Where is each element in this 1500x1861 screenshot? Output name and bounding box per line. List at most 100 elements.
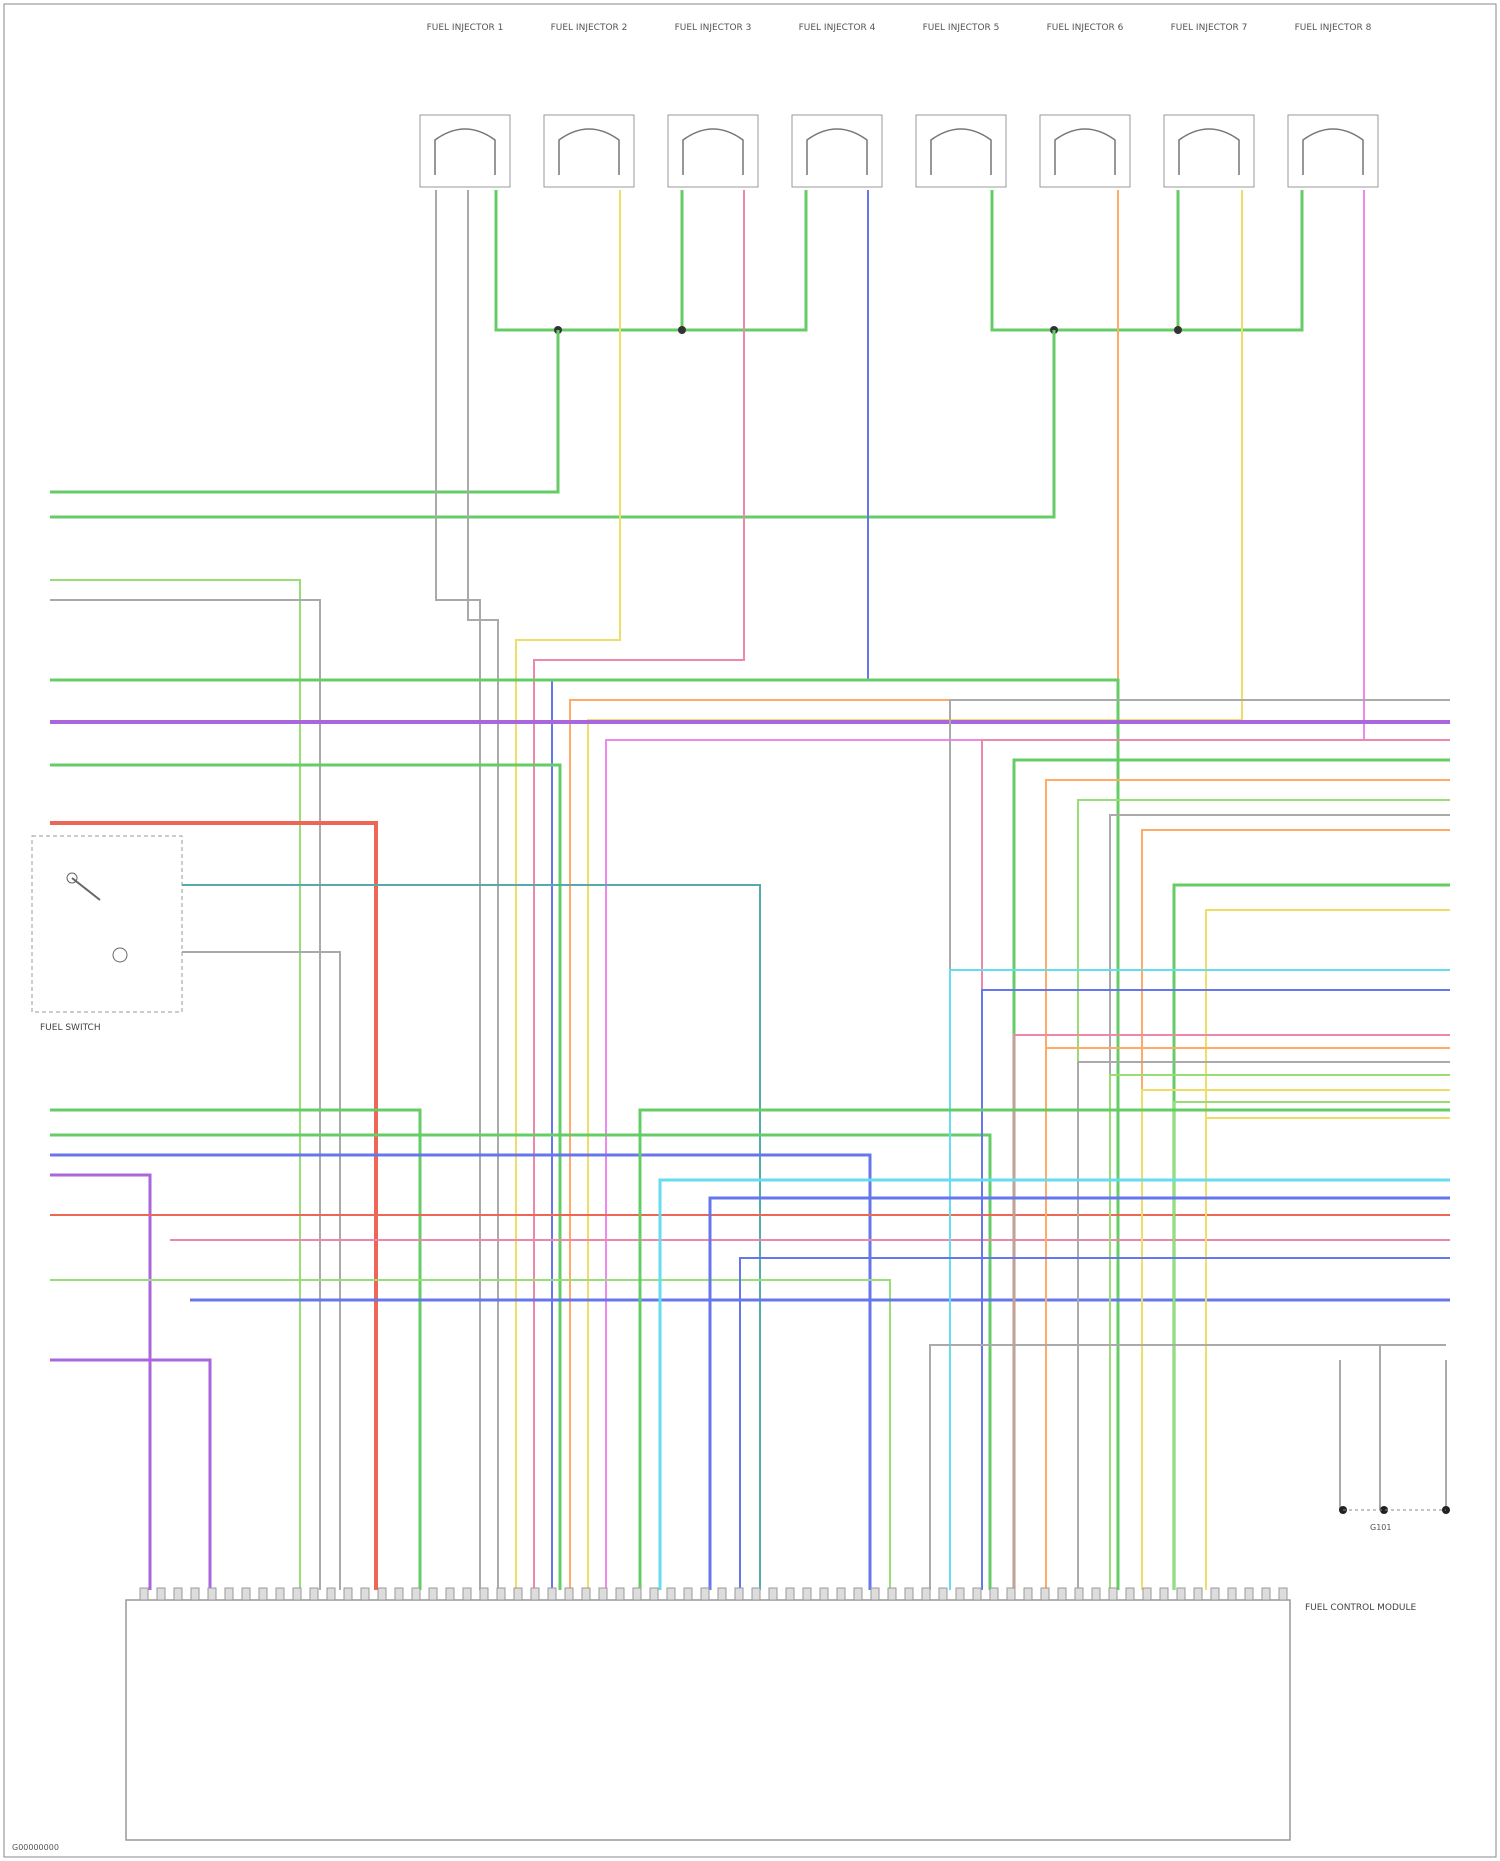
ecm-pin bbox=[208, 1588, 216, 1600]
ecm-pin bbox=[395, 1588, 403, 1600]
ecm-pin bbox=[939, 1588, 947, 1600]
injector-signal-wire bbox=[436, 190, 480, 1590]
ecm-pin bbox=[837, 1588, 845, 1600]
injector-icon bbox=[544, 115, 634, 187]
right-harness-wire bbox=[1206, 1118, 1450, 1590]
injector-icon bbox=[420, 115, 510, 187]
ecm-pins-layer bbox=[140, 1588, 1287, 1600]
ecm-pin bbox=[633, 1588, 641, 1600]
ecm-pin bbox=[1194, 1588, 1202, 1600]
right-harness-wire bbox=[950, 700, 1450, 1590]
ecm-pin bbox=[1228, 1588, 1236, 1600]
ecm-pin bbox=[327, 1588, 335, 1600]
power-feed-trunk-b bbox=[50, 330, 1054, 517]
wires-layer bbox=[50, 190, 1450, 1590]
ecm-pin bbox=[531, 1588, 539, 1600]
ecm-pin bbox=[1177, 1588, 1185, 1600]
injector-signal-wire bbox=[606, 190, 1364, 1590]
ecm-pin bbox=[1092, 1588, 1100, 1600]
power-feed-wire-a bbox=[496, 190, 682, 330]
ecm-pin bbox=[565, 1588, 573, 1600]
ground-label: G101 bbox=[1370, 1523, 1391, 1532]
ecm-pin bbox=[1160, 1588, 1168, 1600]
right-harness-wire bbox=[1046, 780, 1450, 1590]
ecm-label: FUEL CONTROL MODULE bbox=[1305, 1603, 1417, 1613]
injector-title: FUEL INJECTOR 1 bbox=[427, 23, 504, 33]
ecm-pin bbox=[803, 1588, 811, 1600]
ecm-pin bbox=[191, 1588, 199, 1600]
injector-signal-wire bbox=[468, 190, 498, 1590]
injector-icon bbox=[792, 115, 882, 187]
injector-icon bbox=[1164, 115, 1254, 187]
injector-title: FUEL INJECTOR 8 bbox=[1295, 23, 1372, 33]
ecm-pin bbox=[769, 1588, 777, 1600]
ecm-pin bbox=[905, 1588, 913, 1600]
switch-box bbox=[32, 836, 182, 1012]
fuel-injector-1: FUEL INJECTOR 1 bbox=[420, 23, 510, 187]
ecm-pin bbox=[497, 1588, 505, 1600]
ground-return-wire bbox=[930, 1345, 1446, 1590]
ecm-pin bbox=[480, 1588, 488, 1600]
ecm-pin bbox=[786, 1588, 794, 1600]
power-feed-trunk-a bbox=[50, 330, 558, 492]
ecm-pin bbox=[225, 1588, 233, 1600]
ecm-pin bbox=[1211, 1588, 1219, 1600]
ecm-pin bbox=[259, 1588, 267, 1600]
ecm-pin bbox=[1126, 1588, 1134, 1600]
footer-label: G00000000 bbox=[12, 1843, 59, 1852]
ecm-pin bbox=[1262, 1588, 1270, 1600]
injector-icon bbox=[1288, 115, 1378, 187]
injector-coil-icon bbox=[1055, 129, 1115, 175]
power-feed-wire-b bbox=[992, 190, 1178, 330]
green-wire-2 bbox=[50, 765, 560, 1590]
right-harness-wire bbox=[1206, 910, 1450, 1590]
fuel-injector-2: FUEL INJECTOR 2 bbox=[544, 23, 634, 187]
right-harness-wire bbox=[1078, 800, 1450, 1590]
ecm-pin bbox=[242, 1588, 250, 1600]
ecm-pin bbox=[463, 1588, 471, 1600]
injector-coil-icon bbox=[559, 129, 619, 175]
ecm-pin bbox=[429, 1588, 437, 1600]
ecm-pin bbox=[361, 1588, 369, 1600]
ecm-pin bbox=[599, 1588, 607, 1600]
ecm-pin bbox=[616, 1588, 624, 1600]
sensor-wire bbox=[50, 580, 300, 1590]
ecm-pin bbox=[701, 1588, 709, 1600]
power-feed-wire-b2 bbox=[1178, 190, 1302, 330]
diagram-border bbox=[4, 4, 1496, 1857]
fuel-switch-group: FUEL SWITCH bbox=[32, 836, 182, 1033]
ecm-box bbox=[126, 1600, 1290, 1840]
ecm-pin bbox=[140, 1588, 148, 1600]
fuel-injector-4: FUEL INJECTOR 4 bbox=[792, 23, 882, 187]
lightblue-wire bbox=[660, 1180, 1450, 1590]
ecm-pin bbox=[922, 1588, 930, 1600]
switch-label: FUEL SWITCH bbox=[40, 1023, 101, 1033]
switch-lever-icon bbox=[72, 878, 100, 900]
injector-title: FUEL INJECTOR 6 bbox=[1047, 23, 1124, 33]
injector-coil-icon bbox=[1303, 129, 1363, 175]
ecm-pin bbox=[956, 1588, 964, 1600]
ecm-pin bbox=[990, 1588, 998, 1600]
ecm-pin bbox=[1058, 1588, 1066, 1600]
ecm-pin bbox=[174, 1588, 182, 1600]
ecm-pin bbox=[412, 1588, 420, 1600]
left-purple-wire bbox=[50, 1175, 150, 1590]
ecm-pin bbox=[650, 1588, 658, 1600]
ecm-pin bbox=[1075, 1588, 1083, 1600]
left-green-wire bbox=[50, 1110, 420, 1590]
fuel-injector-7: FUEL INJECTOR 7 bbox=[1164, 23, 1254, 187]
ecm-pin bbox=[1007, 1588, 1015, 1600]
injector-coil-icon bbox=[1179, 129, 1239, 175]
left-purple-wire-2 bbox=[50, 1360, 210, 1590]
fuel-injector-5: FUEL INJECTOR 5 bbox=[916, 23, 1006, 187]
injector-coil-icon bbox=[683, 129, 743, 175]
injector-title: FUEL INJECTOR 4 bbox=[799, 23, 876, 33]
ecm-pin bbox=[973, 1588, 981, 1600]
ecm-pin bbox=[548, 1588, 556, 1600]
left-lightgreen-wire bbox=[50, 1280, 890, 1590]
right-harness-wire bbox=[1142, 830, 1450, 1590]
switch-signal-wire bbox=[182, 885, 760, 1590]
injector-icon bbox=[668, 115, 758, 187]
ecm-pin bbox=[735, 1588, 743, 1600]
